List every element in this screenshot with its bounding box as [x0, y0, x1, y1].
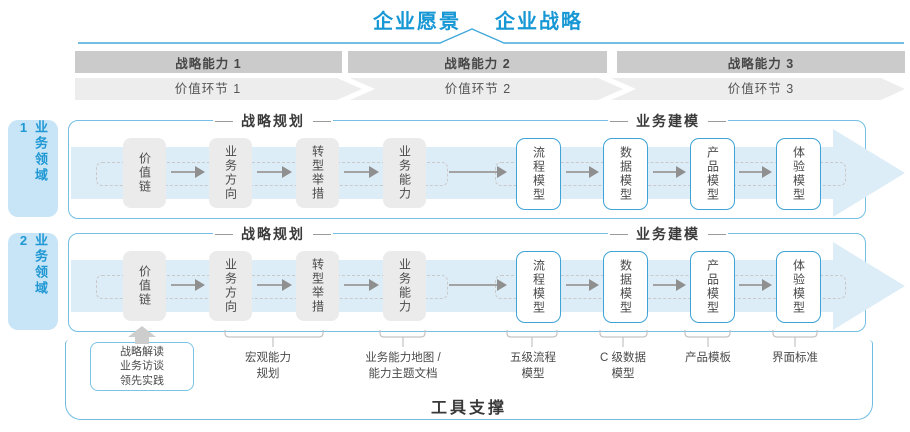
strategic-capability-bar-2: 战略能力 2 [348, 51, 607, 73]
business-domain-2-panel: 战略规划 业务建模 价值链 业务方向 转型举措 业务能力 流程模型 数据模型 产… [68, 225, 905, 332]
macro-capability-label: 宏观能力 规划 [245, 352, 291, 380]
flow-arrow-icon [653, 166, 686, 178]
business-modeling-header: 业务建模 [608, 225, 728, 243]
data-model-label: C 级数据 模型 [600, 352, 646, 380]
experience-model-box: 体验模型 [776, 251, 821, 323]
value-chain-box: 价值链 [123, 138, 166, 208]
tool-support-title: 工具支撑 [430, 400, 508, 417]
product-model-box: 产品模型 [690, 251, 735, 323]
experience-model-box: 体验模型 [776, 138, 821, 210]
product-model-box: 产品模型 [690, 138, 735, 210]
flow-arrow-icon [257, 279, 292, 291]
business-domain-2-label: 业务领域 2 [8, 233, 58, 330]
flow-arrow-icon [171, 166, 205, 178]
flow-arrow-icon [344, 166, 379, 178]
planning-dashed-zone [96, 275, 448, 299]
strategy-interpretation-box: 战略解读 业务访谈 领先实践 [90, 342, 194, 391]
value-link-label-3: 价值环节 3 [727, 82, 795, 96]
flow-arrow-icon [449, 279, 507, 291]
transformation-initiative-box: 转型举措 [296, 138, 339, 208]
strategic-planning-header: 战略规划 [213, 225, 333, 243]
flow-arrow-icon [344, 279, 379, 291]
business-modeling-header: 业务建模 [608, 112, 728, 130]
data-model-box: 数据模型 [603, 138, 648, 210]
flow-arrow-icon [566, 279, 599, 291]
data-model-box: 数据模型 [603, 251, 648, 323]
strategic-planning-header: 战略规划 [213, 112, 333, 130]
chevron-divider-icon [598, 78, 636, 100]
modeling-dashed-zone [495, 162, 846, 186]
modeling-dashed-zone [495, 275, 846, 299]
vision-line-caret-icon [78, 28, 904, 44]
planning-dashed-zone [96, 162, 448, 186]
enterprise-vision-title: 企业愿景 [373, 11, 461, 33]
transformation-initiative-box: 转型举措 [296, 251, 339, 321]
flow-arrow-icon [566, 166, 599, 178]
business-domain-1-panel: 战略规划 业务建模 价值链 业务方向 转型举措 业务能力 流程模型 数据模型 产… [68, 112, 905, 219]
flow-arrow-icon [739, 166, 772, 178]
chevron-divider-icon [337, 78, 375, 100]
strategic-capability-bar-1: 战略能力 1 [75, 51, 342, 73]
value-link-label-1: 价值环节 1 [174, 82, 242, 96]
value-chain-box: 价值链 [123, 251, 166, 321]
tool-support-panel [65, 340, 873, 420]
enterprise-strategy-title: 企业战略 [495, 11, 583, 33]
flow-arrow-icon [653, 279, 686, 291]
value-link-label-2: 价值环节 2 [444, 82, 512, 96]
business-direction-box: 业务方向 [209, 251, 252, 321]
flow-arrow-icon [171, 279, 205, 291]
flow-arrow-icon [449, 166, 507, 178]
product-template-label: 产品模板 [685, 352, 731, 364]
ui-standard-label: 界面标准 [772, 352, 818, 364]
process-model-box: 流程模型 [516, 138, 561, 210]
business-capability-box: 业务能力 [383, 251, 426, 321]
process-model-box: 流程模型 [516, 251, 561, 323]
business-domain-1-label: 业务领域 1 [8, 120, 58, 217]
process-model-label: 五级流程 模型 [510, 352, 556, 380]
capability-map-label: 业务能力地图 / 能力主题文档 [365, 352, 441, 380]
flow-arrow-icon [257, 166, 292, 178]
business-capability-box: 业务能力 [383, 138, 426, 208]
strategic-capability-bar-3: 战略能力 3 [617, 51, 905, 73]
business-direction-box: 业务方向 [209, 138, 252, 208]
flow-arrow-icon [739, 279, 772, 291]
value-chain-chevron-band: 价值环节 1 价值环节 2 价值环节 3 [75, 78, 905, 100]
